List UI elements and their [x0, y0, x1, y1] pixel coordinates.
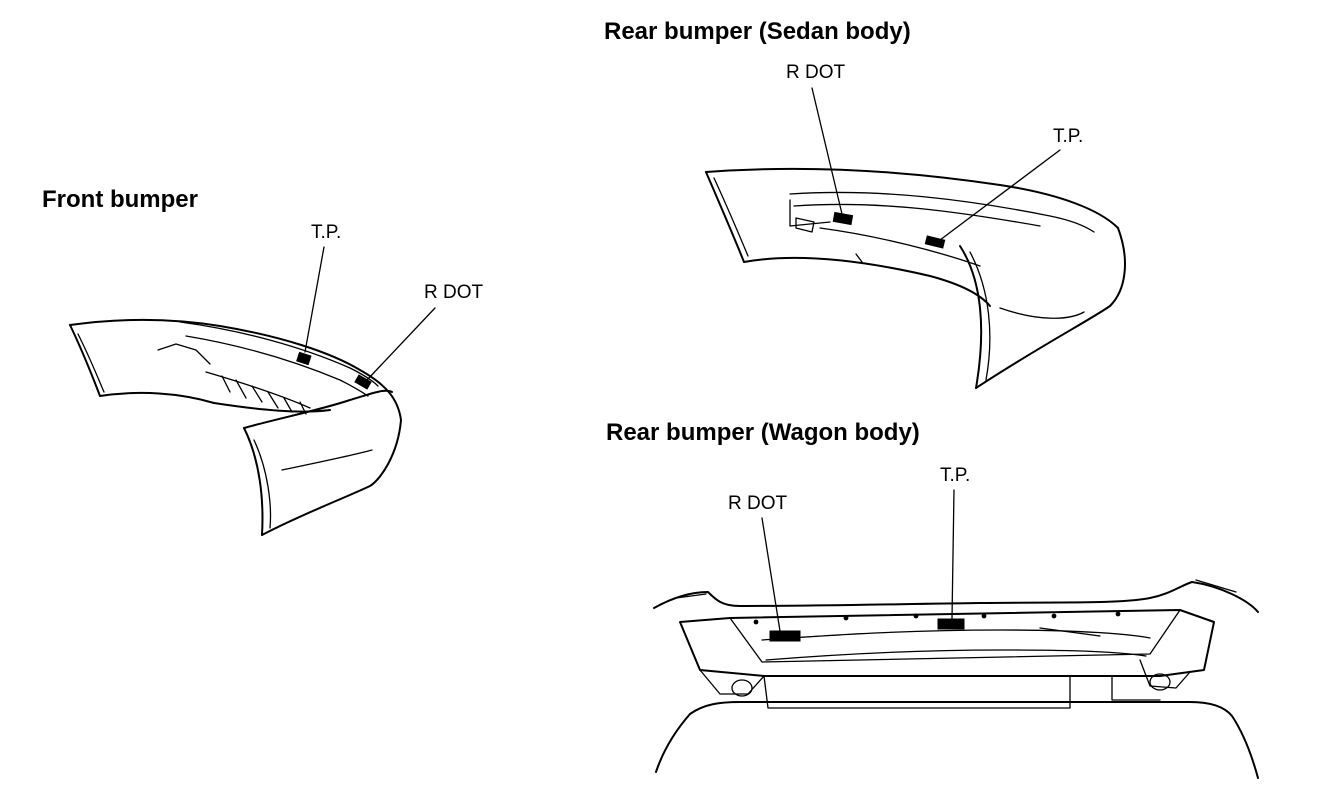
sedan-rear-bumper-title: Rear bumper (Sedan body): [604, 18, 911, 45]
front-bumper-title: Front bumper: [42, 186, 198, 213]
sedan-tp-patch: [924, 235, 946, 249]
wagon-tp-patch: [937, 618, 965, 630]
wagon-rear-bumper-title: Rear bumper (Wagon body): [606, 419, 920, 446]
front-rdot-patch: [354, 374, 372, 390]
wagon-rdot-patch: [769, 630, 801, 642]
front-tp-patch: [296, 351, 312, 366]
front-rdot-label: R DOT: [424, 282, 484, 303]
wagon-rear-bumper-drawing: [653, 489, 1259, 779]
front-tp-label: T.P.: [311, 222, 342, 243]
wagon-tp-label: T.P.: [940, 465, 971, 486]
sedan-rear-bumper-drawing: [705, 87, 1126, 389]
sedan-tp-label: T.P.: [1053, 126, 1084, 147]
sedan-rdot-label: R DOT: [786, 62, 846, 83]
front-bumper-drawing: [69, 246, 436, 536]
sedan-rdot-patch: [832, 211, 854, 226]
wagon-rdot-label: R DOT: [728, 493, 788, 514]
